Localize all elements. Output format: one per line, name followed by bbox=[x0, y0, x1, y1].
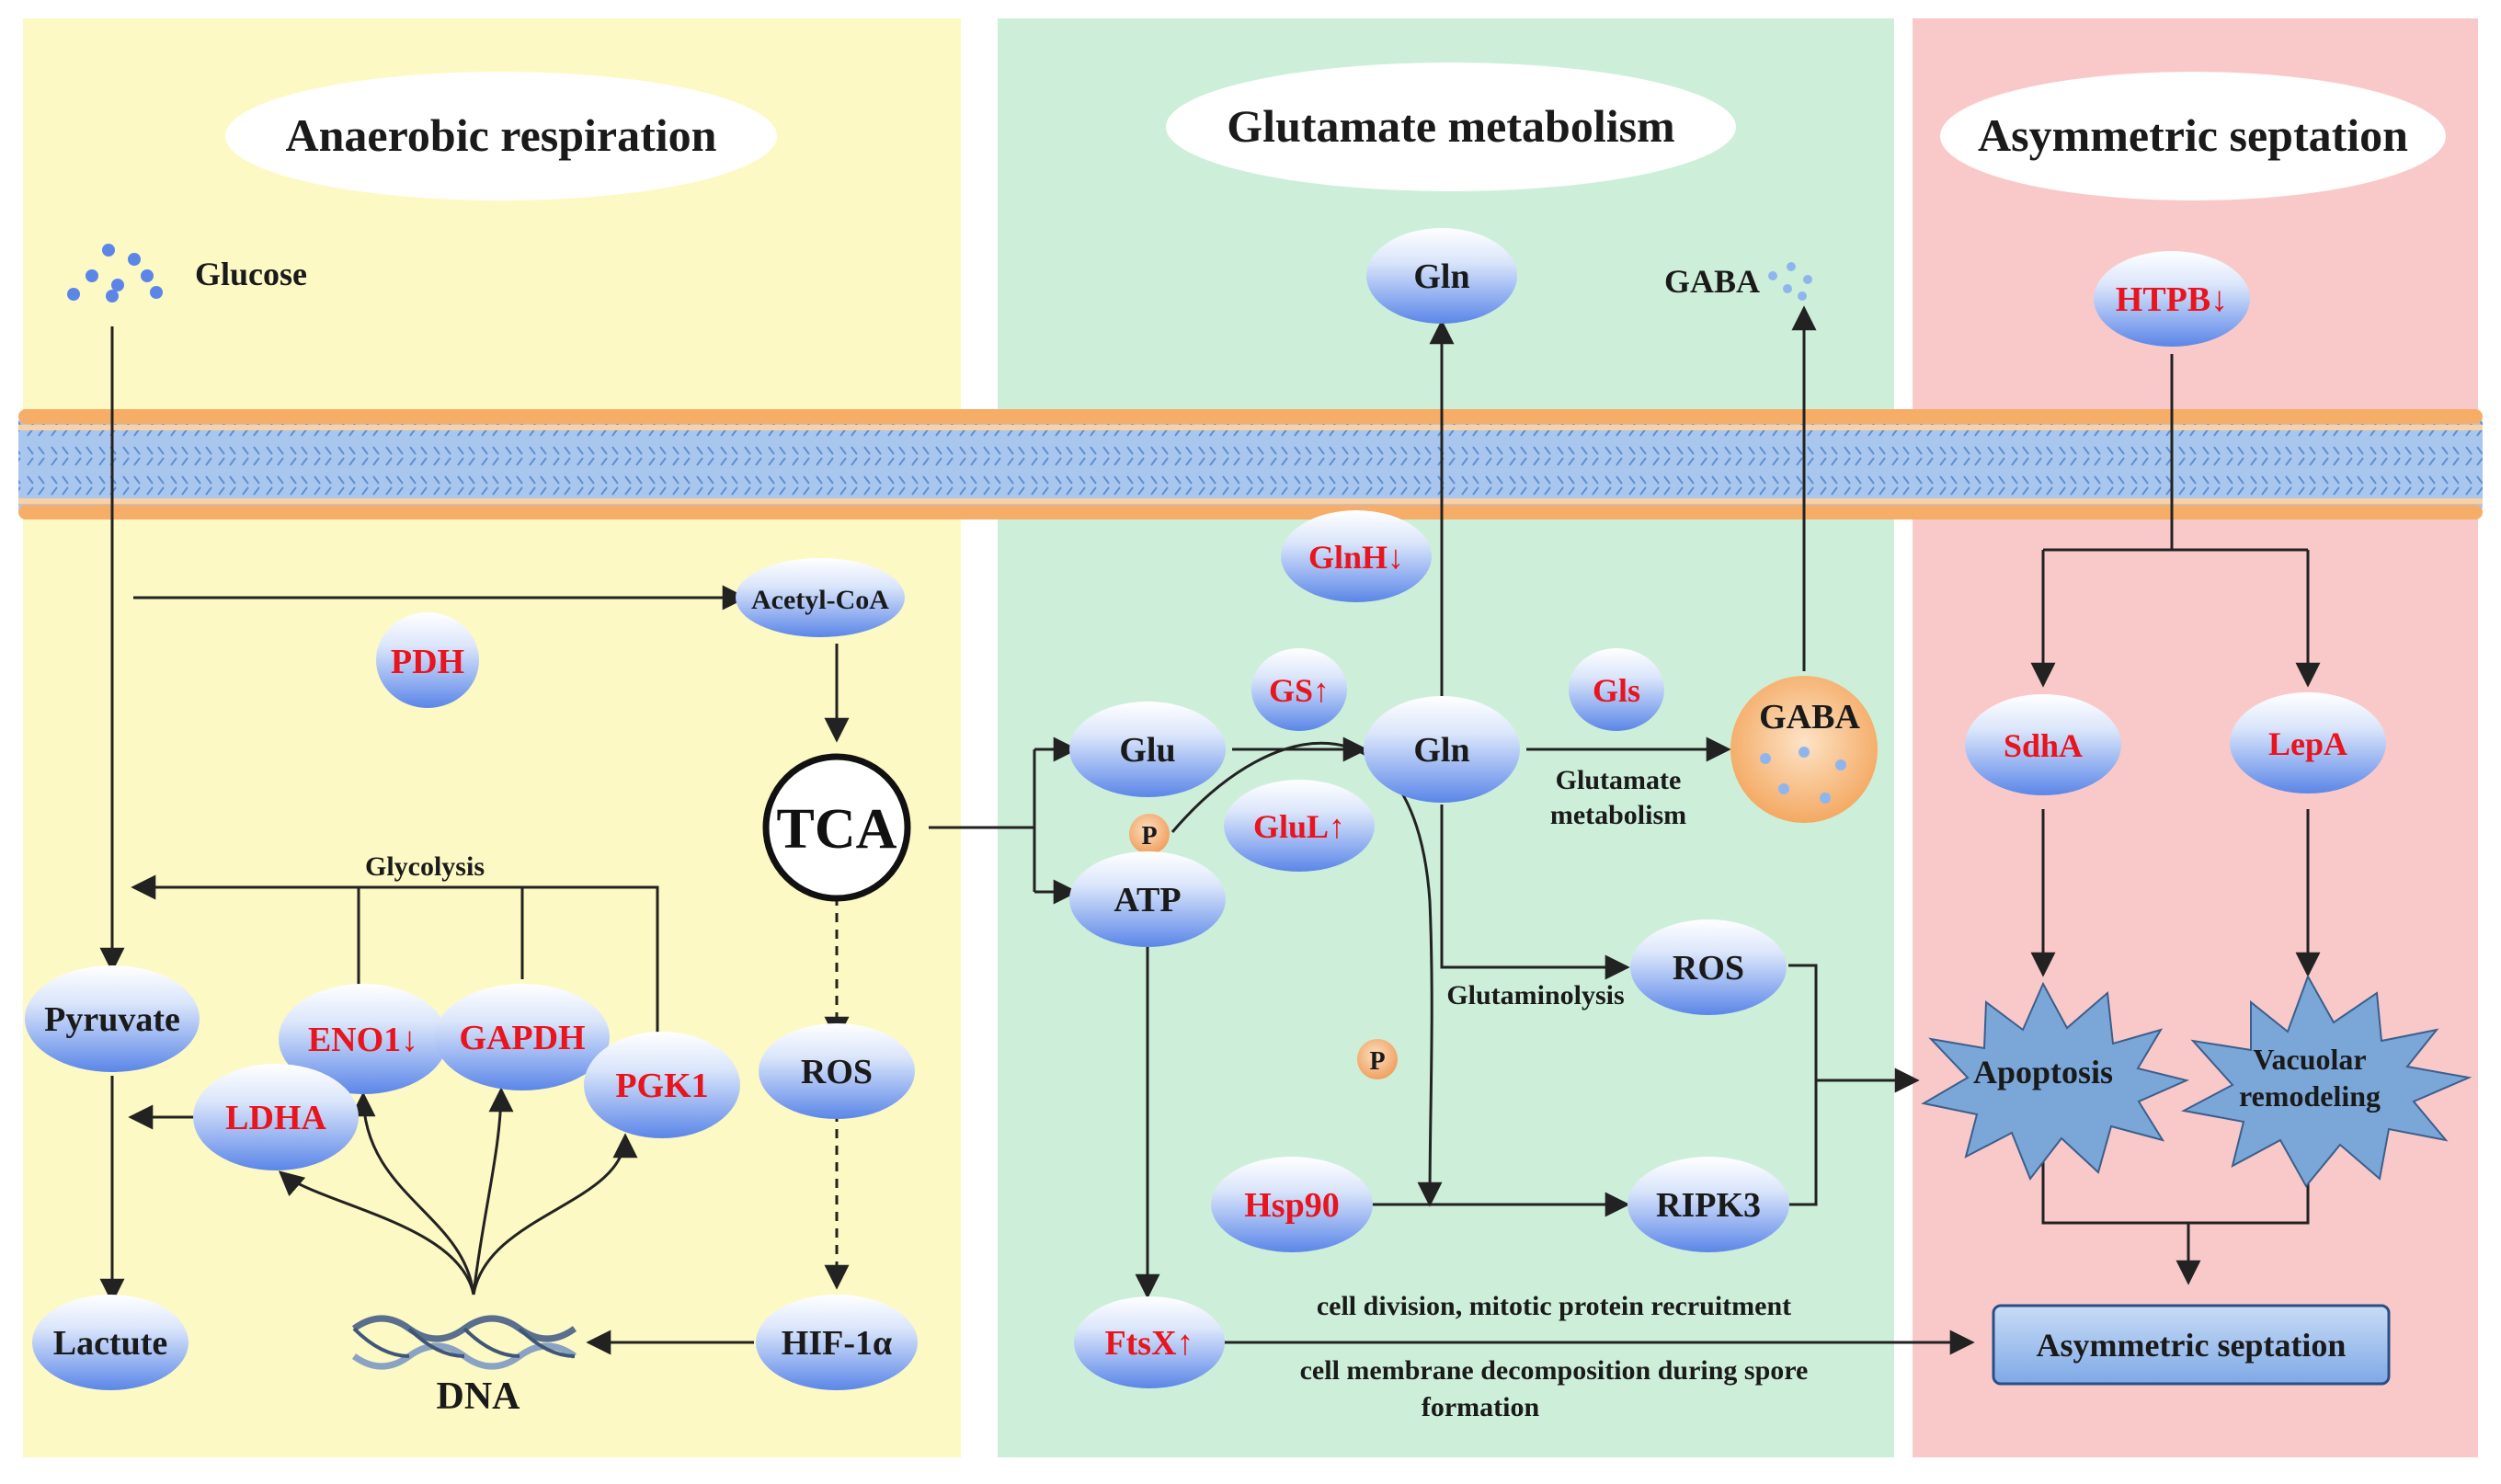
htpb-node bbox=[2094, 251, 2250, 347]
gs-node bbox=[1251, 648, 1347, 731]
apoptosis-label: Apoptosis bbox=[1973, 1054, 2113, 1090]
ros-left-node bbox=[759, 1023, 915, 1119]
gaba-ball-dots bbox=[1760, 747, 1846, 804]
title-bubble-middle bbox=[1166, 63, 1736, 191]
glycolysis-label: Glycolysis bbox=[365, 851, 485, 882]
panel-left-bg bbox=[23, 18, 961, 1457]
ripk3-node bbox=[1627, 1157, 1789, 1252]
atp-node bbox=[1069, 851, 1226, 947]
cell-membrane-label-line2: formation bbox=[1422, 1392, 1540, 1422]
title-bubble-right bbox=[1940, 72, 2446, 200]
atp-label: ATP bbox=[1113, 881, 1181, 919]
phosphate-2 bbox=[1357, 1039, 1398, 1079]
dna-helix bbox=[351, 1315, 577, 1370]
sdha-label: SdhA bbox=[2004, 727, 2083, 764]
cell-membrane bbox=[18, 409, 2483, 519]
ros-mid-label: ROS bbox=[1673, 949, 1744, 987]
gln-mid-label: Gln bbox=[1413, 731, 1469, 770]
panel-title-middle: Glutamate metabolism bbox=[1227, 100, 1674, 152]
left-arrows bbox=[99, 326, 850, 1355]
ros-left-label: ROS bbox=[801, 1053, 873, 1091]
ros-mid-node bbox=[1630, 919, 1787, 1015]
gaba-top-label: GABA bbox=[1664, 263, 1760, 300]
glul-label: GluL↑ bbox=[1253, 808, 1345, 845]
lactute-label: Lactute bbox=[53, 1324, 168, 1363]
gs-label: GS↑ bbox=[1269, 672, 1330, 709]
tca-label: TCA bbox=[777, 798, 897, 861]
phosphate-2-label: P bbox=[1369, 1047, 1385, 1076]
acetyl-coa-label: Acetyl-CoA bbox=[751, 585, 889, 615]
tca-circle bbox=[762, 753, 911, 902]
eno1-label: ENO1↓ bbox=[308, 1021, 418, 1059]
right-arrows bbox=[2030, 354, 2321, 1285]
gls-node bbox=[1569, 648, 1664, 731]
vacuolar-label-line1: Vacuolar bbox=[2253, 1043, 2366, 1076]
pyruvate-node bbox=[25, 965, 200, 1072]
hif1a-label: HIF-1α bbox=[782, 1324, 892, 1363]
htpb-label: HTPB↓ bbox=[2116, 280, 2228, 319]
phosphate-1-label: P bbox=[1141, 822, 1157, 850]
title-bubble-left bbox=[225, 72, 777, 200]
ftsx-node bbox=[1074, 1296, 1225, 1388]
gln-mid-node bbox=[1364, 696, 1520, 803]
glnh-label: GlnH↓ bbox=[1308, 539, 1404, 576]
ftsx-label: FtsX↑ bbox=[1104, 1324, 1193, 1363]
pdh-label: PDH bbox=[391, 643, 464, 681]
glutamate-metabolism-line2: metabolism bbox=[1550, 800, 1686, 830]
gaba-dots bbox=[1768, 262, 1812, 301]
gapdh-node bbox=[435, 984, 610, 1090]
glul-node bbox=[1224, 780, 1375, 872]
gls-label: Gls bbox=[1593, 672, 1640, 709]
phosphate-1 bbox=[1129, 814, 1170, 854]
glucose-label: Glucose bbox=[195, 256, 307, 292]
gln-top-label: Gln bbox=[1413, 257, 1469, 296]
cell-division-label: cell division, mitotic protein recruitme… bbox=[1317, 1291, 1791, 1321]
pyruvate-label: Pyruvate bbox=[44, 1000, 180, 1039]
lepa-node bbox=[2230, 692, 2386, 793]
glu-label: Glu bbox=[1119, 731, 1175, 770]
hif1a-node bbox=[756, 1295, 918, 1390]
gapdh-label: GAPDH bbox=[459, 1019, 585, 1057]
eno1-node bbox=[279, 984, 448, 1094]
pgk1-label: PGK1 bbox=[615, 1067, 708, 1105]
vacuolar-starburst bbox=[2180, 974, 2472, 1188]
glucose-dots bbox=[67, 244, 163, 303]
sdha-node bbox=[1965, 694, 2121, 795]
middle-arrows bbox=[929, 305, 1975, 1355]
hsp90-node bbox=[1211, 1157, 1373, 1252]
hsp90-label: Hsp90 bbox=[1244, 1186, 1339, 1225]
lactute-node bbox=[32, 1295, 188, 1390]
gln-top-node bbox=[1366, 228, 1517, 324]
lepa-label: LepA bbox=[2268, 725, 2347, 762]
dna-label: DNA bbox=[437, 1376, 521, 1418]
ldha-node bbox=[193, 1064, 359, 1170]
glnh-node bbox=[1281, 510, 1432, 602]
asymmetric-septation-label: Asymmetric septation bbox=[2037, 1327, 2347, 1364]
acetyl-coa-node bbox=[736, 558, 905, 637]
glutaminolysis-label: Glutaminolysis bbox=[1446, 980, 1624, 1010]
cell-membrane-label-line1: cell membrane decomposition during spore bbox=[1300, 1355, 1809, 1386]
pgk1-node bbox=[584, 1032, 740, 1138]
ripk3-label: RIPK3 bbox=[1656, 1186, 1761, 1225]
glu-node bbox=[1069, 702, 1226, 797]
pdh-node bbox=[376, 612, 479, 708]
asymmetric-septation-box bbox=[1992, 1304, 2391, 1386]
panel-title-left: Anaerobic respiration bbox=[286, 109, 717, 161]
vacuolar-label-line2: remodeling bbox=[2239, 1079, 2381, 1113]
glutamate-metabolism-line1: Glutamate bbox=[1556, 765, 1682, 795]
panel-title-right: Asymmetric septation bbox=[1978, 109, 2408, 161]
apoptosis-starburst bbox=[1921, 981, 2190, 1181]
gaba-ball-label: GABA bbox=[1759, 698, 1860, 736]
ldha-label: LDHA bbox=[225, 1099, 326, 1137]
